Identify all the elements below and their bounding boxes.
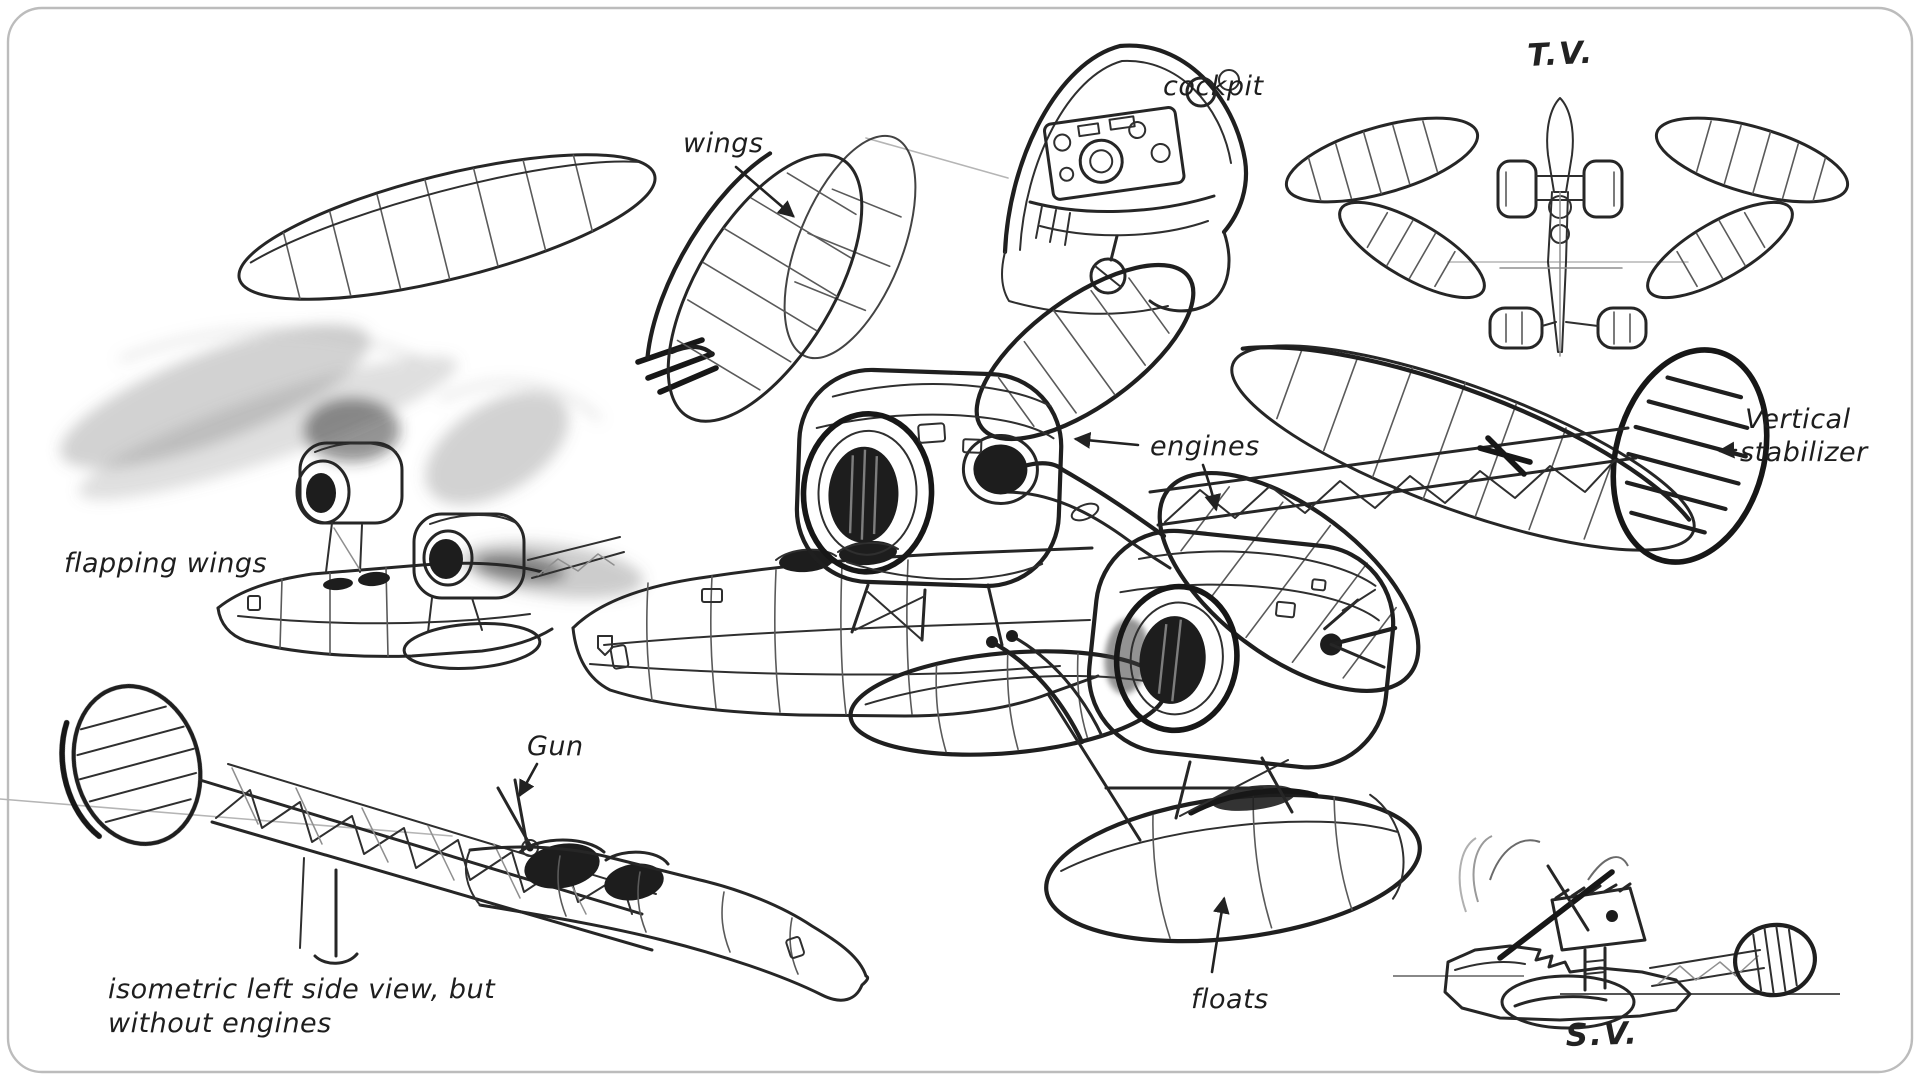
top-view-label: T.V.: [1527, 35, 1595, 74]
wing-long-right: [1230, 344, 1696, 552]
right-engine-nacelle: [1086, 528, 1398, 770]
top-view-sketch: [1284, 97, 1850, 357]
thumb-float: [1500, 974, 1636, 1030]
thumb-wing-strokes: [1458, 835, 1629, 961]
gun-label: Gun: [527, 731, 584, 762]
guide-line-cockpit: [865, 137, 1009, 179]
flapping-wings-sketch: [60, 324, 644, 670]
cockpit-sketch: [1000, 43, 1249, 315]
control-wheel: [1089, 257, 1127, 295]
engines-arrow-left: [1073, 431, 1140, 449]
instrument-panel: [1042, 106, 1186, 201]
top-view-tail-floats: [1488, 306, 1648, 350]
top-view-right-nacelle: [1582, 159, 1624, 219]
wing-motion-blur: [60, 324, 644, 599]
top-view-wing-lower-right: [1646, 200, 1794, 300]
thumb-hull: [1443, 944, 1692, 1022]
profile-hull: [464, 845, 870, 1002]
profile-gun-cockpit: [496, 778, 670, 901]
vertical-stabilizer-arrow: [1717, 441, 1738, 459]
wing-upper-front: [645, 151, 864, 423]
tail-truss: [1148, 426, 1638, 527]
left-engine-nacelle: [794, 367, 1064, 589]
main-float: [1044, 785, 1422, 944]
engines-label: engines: [1150, 431, 1260, 462]
canvas-border: [6, 6, 1914, 1074]
wing-up-right: [974, 262, 1196, 442]
cockpit-label: cockpit: [1163, 71, 1264, 102]
side-profile-sketch: [59, 683, 870, 1002]
floats-arrow: [1210, 896, 1230, 974]
isometric-note-line1: isometric left side view, but: [108, 974, 496, 1005]
gun-arrow: [518, 762, 539, 798]
thumb-tail-fin: [1732, 922, 1818, 998]
floats-label: floats: [1191, 984, 1269, 1015]
flapping-float: [402, 622, 542, 670]
vertical-stabilizer-label-line2: stabilizer: [1740, 437, 1869, 468]
hull: [571, 540, 1100, 718]
flapping-wings-label: flapping wings: [64, 548, 267, 579]
wings-arrow: [734, 165, 795, 218]
struts: [850, 583, 1294, 842]
top-view-wing-upper-right: [1654, 116, 1850, 204]
annotations: wings cockpit T.V. engines Vertical stab…: [64, 35, 1869, 1054]
side-view-label: S.V.: [1565, 1015, 1639, 1054]
top-view-wing-lower-left: [1338, 200, 1486, 300]
engines-arrow-down: [1201, 463, 1222, 512]
flapping-front-engine: [295, 441, 404, 525]
thumb-engine: [1550, 882, 1647, 992]
wings-label: wings: [683, 128, 763, 159]
thumb-truss: [1649, 949, 1765, 987]
vertical-stabilizer-label-line1: Vertical: [1745, 404, 1851, 435]
flapping-rear-engine: [412, 512, 526, 600]
top-view-left-nacelle: [1496, 159, 1538, 219]
top-view-wing-upper-left: [1284, 116, 1480, 204]
side-view-thumbnail-sketch: [1393, 835, 1840, 1030]
top-view-fuselage: [1499, 97, 1623, 357]
flapping-hull: [216, 561, 554, 658]
main-aircraft-sketch: [237, 134, 1770, 944]
isometric-note-line2: without engines: [108, 1008, 332, 1039]
profile-tail-fin: [59, 683, 203, 847]
wing-far-left: [237, 153, 657, 301]
